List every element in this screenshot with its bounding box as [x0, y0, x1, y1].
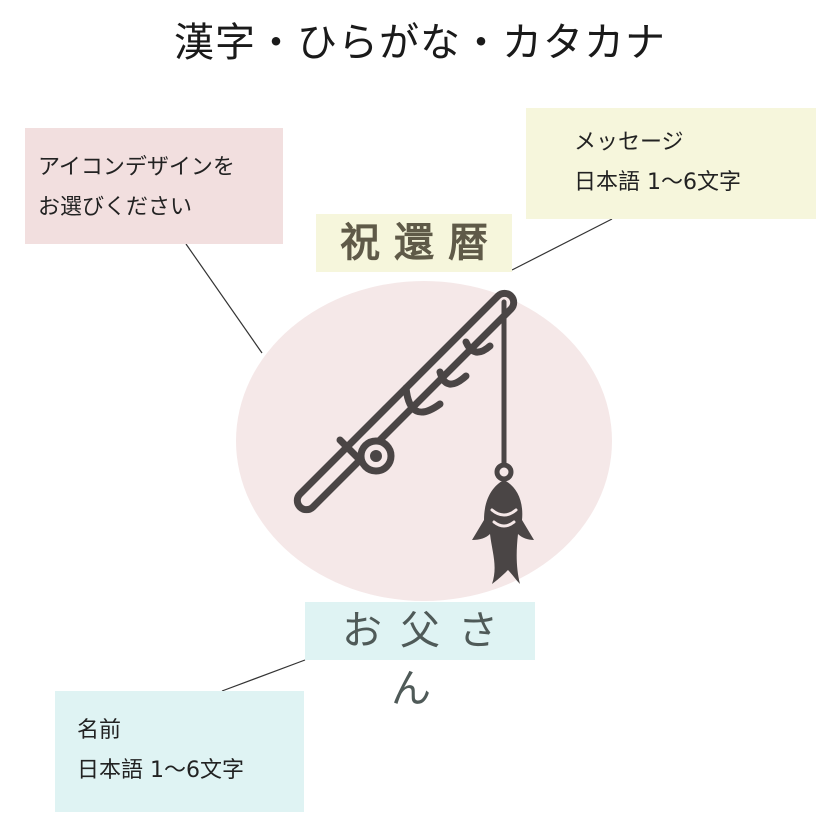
message-note-line-2: 日本語 1〜6文字 — [574, 170, 741, 195]
design-note-line-1: アイコンデザインを — [38, 155, 235, 180]
fishing-rod-with-fish-icon — [293, 289, 518, 514]
design-note: アイコンデザインを お選びください — [25, 128, 283, 244]
name-note-line-2: 日本語 1〜6文字 — [77, 758, 244, 783]
design-note-line-2: お選びください — [38, 195, 193, 220]
fish-icon — [472, 480, 534, 584]
message-text-label[interactable]: 祝還暦 — [316, 214, 512, 272]
name-connector-line — [221, 659, 306, 692]
message-note-line-1: メッセージ — [574, 130, 684, 155]
name-note: 名前 日本語 1〜6文字 — [55, 691, 304, 812]
icon-background-circle — [236, 281, 612, 601]
design-connector-line — [185, 243, 263, 354]
name-text-label[interactable]: お父さん — [305, 602, 535, 712]
page-title: 漢字・ひらがな・カタカナ — [174, 20, 666, 66]
message-connector-line — [511, 218, 613, 271]
name-note-line-1: 名前 — [77, 718, 122, 743]
message-note: メッセージ 日本語 1〜6文字 — [526, 108, 816, 219]
